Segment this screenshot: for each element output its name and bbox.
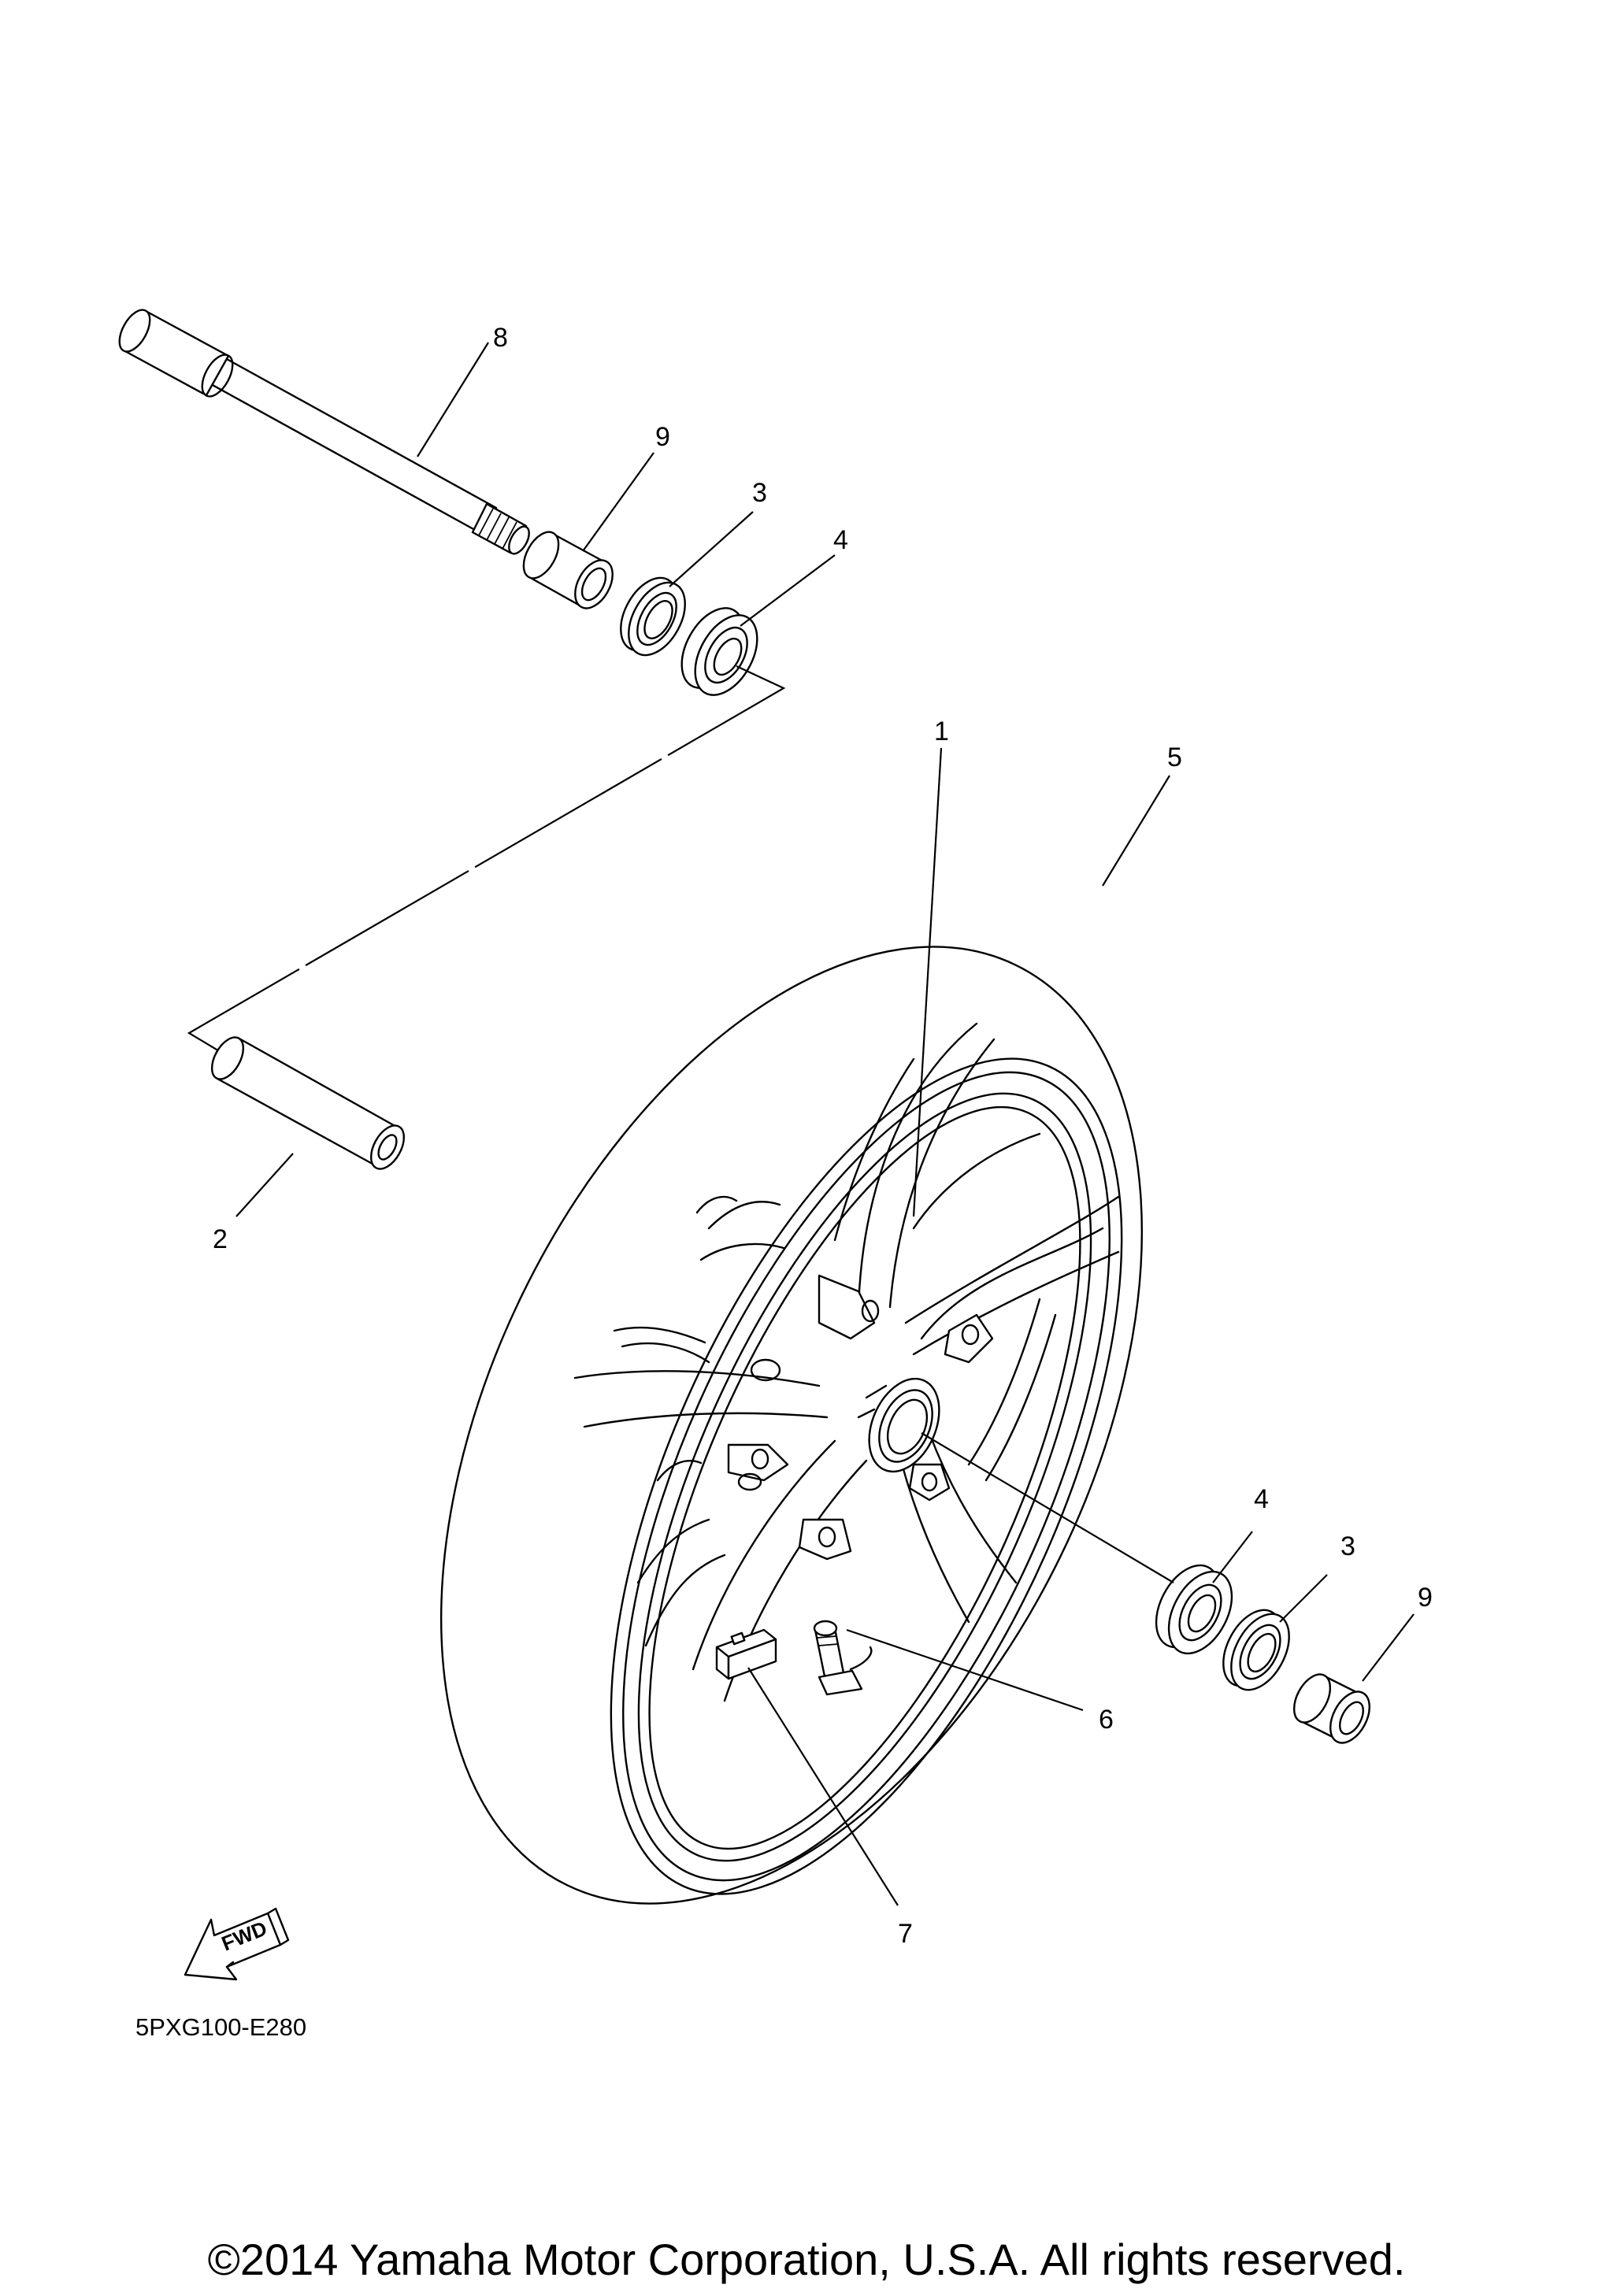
collar-part-9-right[interactable] [1287,1668,1378,1750]
callout-3-right: 3 [1340,1531,1355,1561]
callout-5: 5 [1167,742,1182,772]
callout-labels: 1 2 3 3 4 4 5 6 7 8 9 9 [213,323,1433,1949]
disc-mount-bosses [656,1195,994,1561]
callout-7: 7 [898,1919,913,1949]
oil-seal-part-3-top[interactable] [610,568,697,665]
callout-8: 8 [493,323,508,353]
axle-part-8[interactable] [113,305,533,557]
bearing-part-4-top[interactable] [669,598,769,705]
oil-seal-part-3-right[interactable] [1211,1601,1301,1700]
callout-4-right: 4 [1254,1484,1269,1514]
wheel-spokes [573,1022,1120,1702]
diagram-code: 5PXG100-E280 [135,2013,306,2041]
callout-6: 6 [1099,1705,1114,1735]
callout-4-top: 4 [833,525,848,555]
tire-valve-part-6[interactable] [813,1620,873,1696]
copyright-notice: ©2014 Yamaha Motor Corporation, U.S.A. A… [207,2235,1406,2284]
spacer-part-2[interactable] [206,1032,410,1175]
wheel-tire-part-5[interactable] [298,834,1285,2016]
leader-lines [235,342,1415,1906]
alignment-line [187,665,786,1053]
collar-part-9-top[interactable] [517,526,621,614]
callout-9-right: 9 [1418,1583,1433,1613]
callout-1: 1 [934,717,949,746]
callout-3-top: 3 [752,478,767,508]
callout-9-top: 9 [655,422,670,452]
callout-2: 2 [213,1224,228,1254]
balance-weight-part-7[interactable] [715,1628,777,1680]
fwd-arrow: FWD [184,1907,290,1981]
bearing-part-4-right[interactable] [1144,1555,1245,1665]
